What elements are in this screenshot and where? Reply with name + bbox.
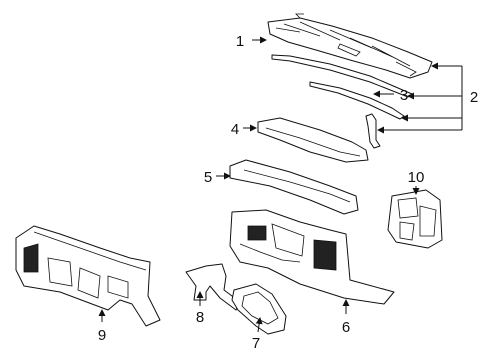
part-10-insulator	[387, 189, 443, 249]
callout-5: 5	[204, 169, 212, 186]
callout-7: 7	[252, 335, 260, 352]
callout-8: 8	[196, 309, 204, 326]
leader-lines	[98, 36, 463, 333]
callout-2: 2	[470, 89, 478, 106]
callout-1: 1	[236, 33, 244, 50]
part-2-bracket	[365, 113, 381, 149]
callout-10: 10	[408, 169, 425, 186]
part-8-brace	[185, 263, 241, 311]
leader-7	[255, 317, 263, 333]
callout-4: 4	[231, 121, 239, 138]
part-7-gasket	[231, 283, 287, 335]
callout-6: 6	[342, 319, 350, 336]
part-5-cowl-panel	[229, 159, 359, 215]
callout-labels: 1 2 3 4 5 6 7 8 9 10	[98, 33, 478, 352]
callout-9: 9	[98, 327, 106, 344]
callout-3: 3	[400, 87, 408, 104]
part-1-cowl-grille	[267, 13, 433, 79]
part-4-cowl-upper	[257, 117, 369, 163]
part-6-dash-panel	[229, 209, 395, 305]
part-9-dash-assembly	[15, 225, 161, 327]
